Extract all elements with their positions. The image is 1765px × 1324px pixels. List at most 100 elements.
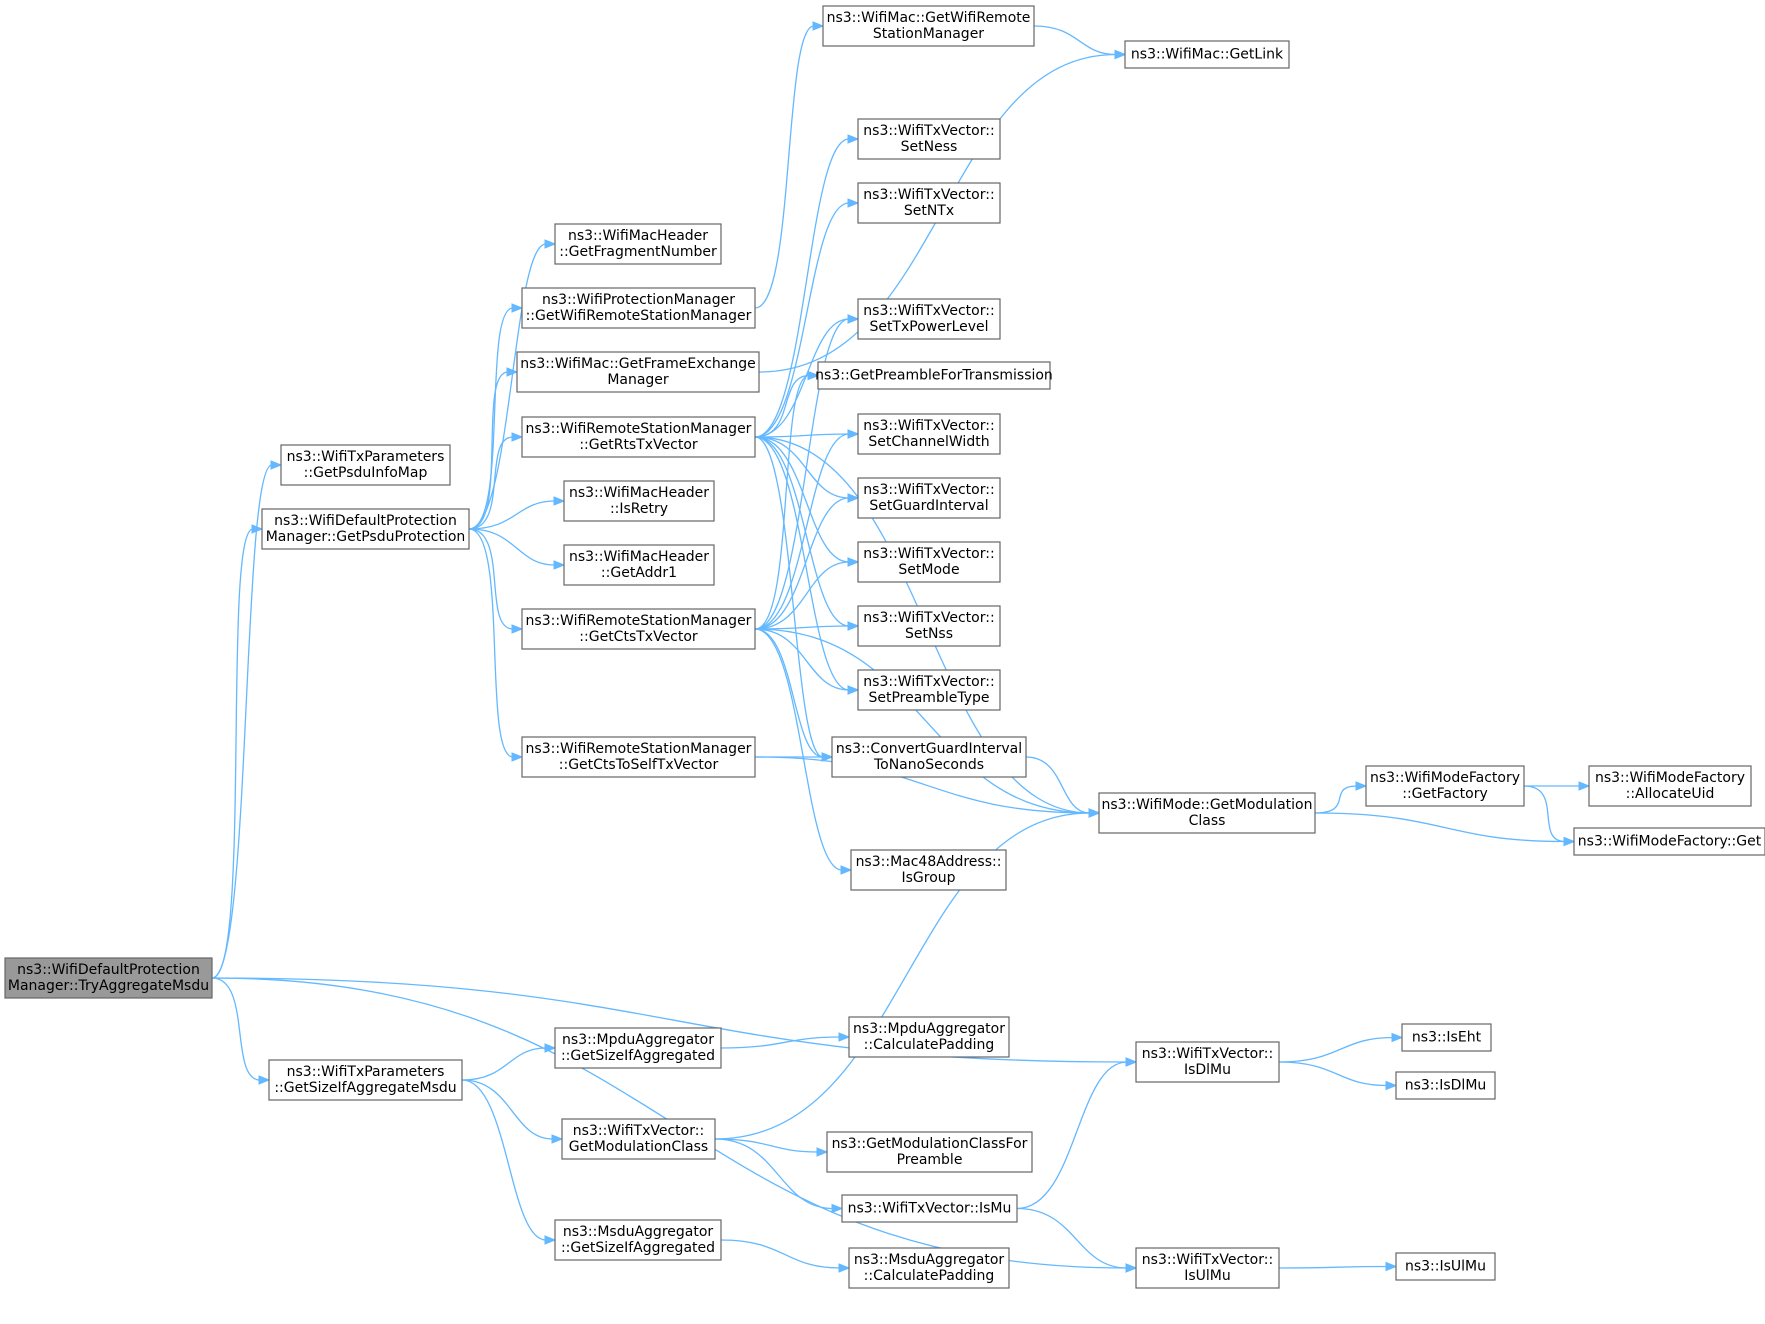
- edge-line: [468, 307, 514, 530]
- node-ns3-wifitxvector-setmode[interactable]: ns3::WifiTxVector::SetMode: [857, 541, 1001, 583]
- node-ns3-wifiremotestationmanager-getctstoselftxvector[interactable]: ns3::WifiRemoteStationManager::GetCtsToS…: [521, 736, 756, 778]
- edge-line: [754, 497, 850, 630]
- edge-line: [754, 433, 850, 630]
- node-box: [857, 413, 1001, 455]
- node-label: ::CalculatePadding: [864, 1268, 995, 1284]
- node-layer: ns3::WifiDefaultProtectionManager::TryAg…: [4, 5, 1765, 1289]
- edge-rsm_getcts-to-convgi: [754, 628, 834, 762]
- edge-line: [461, 1079, 547, 1241]
- node-label: ns3::WifiMacHeader: [568, 228, 708, 244]
- edge-root-to-getpsduprotection: [211, 524, 264, 979]
- node-label: ::GetSizeIfAggregated: [561, 1048, 715, 1064]
- node-ns3-isdlmu[interactable]: ns3::IsDlMu: [1395, 1071, 1496, 1100]
- node-ns3-wifidefaultprotectionmanager-tryaggregatemsdu[interactable]: ns3::WifiDefaultProtectionManager::TryAg…: [4, 957, 213, 999]
- node-ns3-wifitxvector-ismu[interactable]: ns3::WifiTxVector::IsMu: [841, 1194, 1018, 1223]
- node-ns3-mac48address-isgroup[interactable]: ns3::Mac48Address::IsGroup: [850, 849, 1007, 891]
- node-ns3-wifitxvector-setpreambletype[interactable]: ns3::WifiTxVector::SetPreambleType: [857, 669, 1001, 711]
- node-ns3-wifiprotectionmanager-getwifiremotestationmanager[interactable]: ns3::WifiProtectionManager::GetWifiRemot…: [521, 287, 756, 329]
- edge-arrowhead: [831, 1203, 844, 1214]
- node-ns3-wifitxvector-setguardinterval[interactable]: ns3::WifiTxVector::SetGuardInterval: [857, 477, 1001, 519]
- node-ns3-wifimode-getmodulationclass[interactable]: ns3::WifiMode::GetModulationClass: [1098, 792, 1316, 834]
- node-ns3-isulmu[interactable]: ns3::IsUlMu: [1395, 1252, 1496, 1281]
- node-label: ns3::WifiTxParameters: [287, 1064, 445, 1080]
- node-ns3-getpreamblefortransmission[interactable]: ns3::GetPreambleForTransmission: [815, 361, 1053, 390]
- node-box: [848, 1247, 1010, 1289]
- node-label: ns3::WifiTxVector::: [863, 418, 994, 434]
- node-label: ::GetPsduInfoMap: [304, 465, 428, 481]
- node-label: Manager: [607, 372, 669, 388]
- edge-rsm_getrts-to-tv_setchwidth: [754, 429, 860, 439]
- edge-tv_isdlmu-to-iseht: [1278, 1032, 1404, 1063]
- edge-line: [754, 436, 850, 691]
- node-box: [521, 287, 756, 329]
- node-ns3-wifitxvector-setness[interactable]: ns3::WifiTxVector::SetNess: [857, 118, 1001, 160]
- node-ns3-mpduaggregator-calculatepadding[interactable]: ns3::MpduAggregator::CalculatePadding: [848, 1016, 1010, 1058]
- node-label: ns3::MsduAggregator: [854, 1252, 1005, 1268]
- edge-getpsduprotection-to-rsm_getrts: [468, 432, 524, 530]
- node-label: ns3::WifiRemoteStationManager: [526, 421, 752, 437]
- node-label: SetTxPowerLevel: [869, 319, 988, 335]
- edge-arrowhead: [544, 1235, 557, 1245]
- node-label: SetNTx: [904, 203, 954, 219]
- node-ns3-wifimodefactory-getfactory[interactable]: ns3::WifiModeFactory::GetFactory: [1365, 765, 1525, 807]
- edge-line: [1314, 785, 1358, 814]
- node-label: ns3::WifiTxVector::: [863, 187, 994, 203]
- node-ns3-wifimacheader-getaddr1[interactable]: ns3::WifiMacHeader::GetAddr1: [563, 544, 715, 586]
- edge-arrowhead: [511, 303, 524, 313]
- edge-tv_getmodclass-to-tv_ismu: [714, 1138, 844, 1214]
- node-ns3-wifidefaultprotectionmanager-getpsduprotection[interactable]: ns3::WifiDefaultProtectionManager::GetPs…: [261, 508, 470, 550]
- edge-line: [1025, 756, 1091, 814]
- node-ns3-wifimodefactory-get[interactable]: ns3::WifiModeFactory::Get: [1573, 827, 1765, 856]
- edge-arrowhead: [551, 1134, 564, 1144]
- node-label: ns3::WifiMacHeader: [569, 485, 709, 501]
- node-ns3-wifiremotestationmanager-getrtstxvector[interactable]: ns3::WifiRemoteStationManager::GetRtsTxV…: [521, 416, 756, 458]
- node-ns3-wifitxparameters-getpsduinfomap[interactable]: ns3::WifiTxParameters::GetPsduInfoMap: [280, 444, 451, 486]
- node-ns3-wifitxvector-getmodulationclass[interactable]: ns3::WifiTxVector::GetModulationClass: [561, 1118, 716, 1160]
- node-ns3-wifitxvector-settxpowerlevel[interactable]: ns3::WifiTxVector::SetTxPowerLevel: [857, 298, 1001, 340]
- node-label: ns3::WifiDefaultProtection: [17, 962, 200, 978]
- edge-line: [468, 371, 509, 530]
- edge-line: [754, 138, 850, 438]
- edge-rsm_getrts-to-tv_setpreamble: [754, 436, 860, 695]
- node-ns3-wifitxvector-isulmu[interactable]: ns3::WifiTxVector::IsUlMu: [1135, 1247, 1280, 1289]
- node-box: [521, 416, 756, 458]
- node-ns3-wifimac-getlink[interactable]: ns3::WifiMac::GetLink: [1124, 40, 1290, 69]
- edge-line: [1523, 785, 1566, 843]
- edge-line: [754, 561, 850, 630]
- node-label: ns3::GetPreambleForTransmission: [815, 368, 1053, 384]
- node-box: [1573, 827, 1765, 856]
- edge-tv_isdlmu-to-isdlmu: [1278, 1061, 1398, 1091]
- node-box: [857, 182, 1001, 224]
- node-ns3-wifitxvector-setnss[interactable]: ns3::WifiTxVector::SetNss: [857, 605, 1001, 647]
- edge-rsm_getrts-to-tv_setness: [754, 134, 860, 438]
- node-ns3-wifiremotestationmanager-getctstxvector[interactable]: ns3::WifiRemoteStationManager::GetCtsTxV…: [521, 608, 756, 650]
- node-ns3-wifimacheader-isretry[interactable]: ns3::WifiMacHeader::IsRetry: [563, 480, 715, 522]
- edge-line: [754, 25, 815, 309]
- node-ns3-wifitxvector-isdlmu[interactable]: ns3::WifiTxVector::IsDlMu: [1135, 1041, 1280, 1083]
- node-ns3-wifimodefactory-allocateuid[interactable]: ns3::WifiModeFactory::AllocateUid: [1588, 765, 1752, 807]
- node-ns3-wifimacheader-getfragmentnumber[interactable]: ns3::WifiMacHeader::GetFragmentNumber: [554, 223, 722, 265]
- edge-line: [714, 1138, 819, 1153]
- edge-msdu_sizeifagg-to-msdu_calcpad: [720, 1239, 851, 1273]
- node-ns3-iseht[interactable]: ns3::IsEht: [1401, 1023, 1492, 1052]
- node-ns3-msduaggregator-getsizeifaggregated[interactable]: ns3::MsduAggregator::GetSizeIfAggregated: [554, 1219, 722, 1261]
- edge-arrowhead: [1391, 1032, 1404, 1043]
- node-ns3-mpduaggregator-getsizeifaggregated[interactable]: ns3::MpduAggregator::GetSizeIfAggregated: [554, 1027, 722, 1069]
- node-ns3-msduaggregator-calculatepadding[interactable]: ns3::MsduAggregator::CalculatePadding: [848, 1247, 1010, 1289]
- edge-tv_ismu-to-tv_isdlmu: [1016, 1057, 1138, 1210]
- node-ns3-wifitxvector-setntx[interactable]: ns3::WifiTxVector::SetNTx: [857, 182, 1001, 224]
- node-ns3-wifitxvector-setchannelwidth[interactable]: ns3::WifiTxVector::SetChannelWidth: [857, 413, 1001, 455]
- edge-line: [754, 436, 850, 499]
- edge-arrowhead: [1578, 781, 1591, 791]
- node-ns3-wifimac-getwifiremotestationmanager[interactable]: ns3::WifiMac::GetWifiRemoteStationManage…: [822, 5, 1035, 47]
- edge-arrowhead: [838, 1032, 851, 1042]
- node-label: ns3::WifiProtectionManager: [542, 292, 735, 308]
- edge-line: [754, 436, 850, 563]
- edge-line: [1016, 1207, 1128, 1269]
- edge-line: [468, 528, 514, 758]
- edge-arrowhead: [807, 370, 820, 381]
- node-ns3-wifitxparameters-getsizeifaggregatemsdu[interactable]: ns3::WifiTxParameters::GetSizeIfAggregat…: [268, 1059, 463, 1101]
